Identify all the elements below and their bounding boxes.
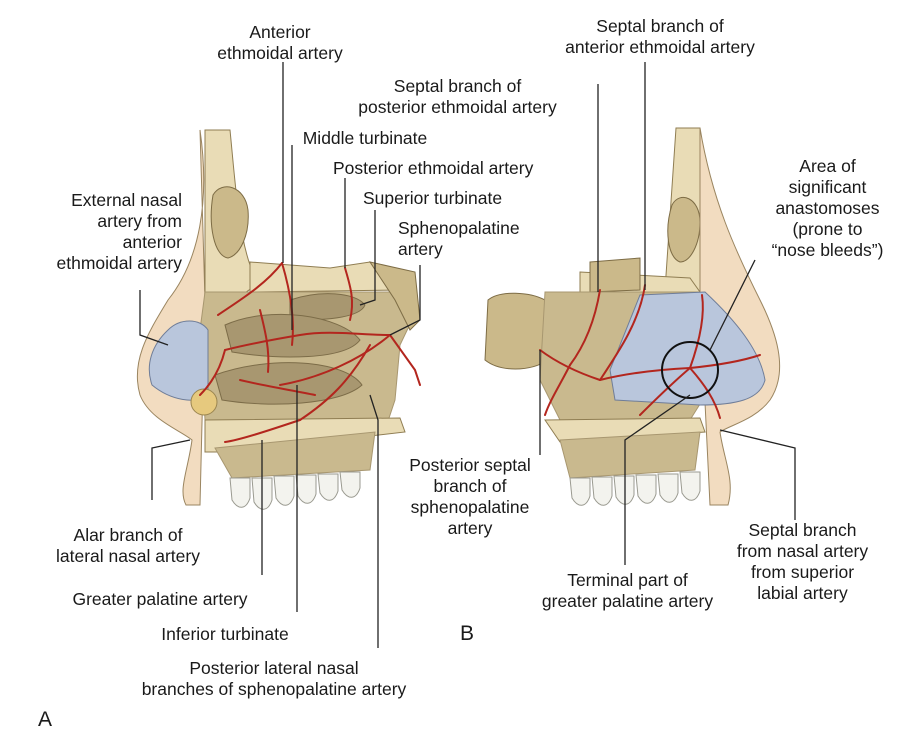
leader-sphenopalatine xyxy=(389,265,421,336)
label-greater-palatine-artery: Greater palatine artery xyxy=(72,589,248,609)
panel-a-illustration xyxy=(136,129,421,510)
panel-b-illustration xyxy=(484,127,781,506)
panel-a-alar-cartilage xyxy=(148,320,209,401)
panel-b-maxilla xyxy=(559,431,701,479)
leader-lines xyxy=(139,62,796,648)
panel-b-frontal-sinus xyxy=(667,196,701,263)
panel-b-septal-cartilage xyxy=(609,291,766,406)
label-inferior-turbinate: Inferior turbinate xyxy=(161,624,289,644)
panel-a-sphenoid xyxy=(368,261,421,331)
panel-a-skin xyxy=(136,129,206,506)
panel-a-alar-nodule xyxy=(190,388,218,416)
leader-septal-nasal-artery xyxy=(719,429,796,520)
panel-a-arteries xyxy=(199,262,421,443)
panel-b-skin xyxy=(699,127,781,506)
panel-b-hard-palate xyxy=(544,417,706,443)
leader-superior-turbinate xyxy=(359,210,376,306)
panel-label-a: A xyxy=(38,708,53,731)
label-posterior-ethmoidal-artery: Posterior ethmoidal artery xyxy=(333,158,534,178)
leader-external-nasal xyxy=(139,290,169,346)
panel-b-arteries xyxy=(539,284,761,419)
panel-b-sphenoid-sinus xyxy=(484,292,549,370)
leader-posterior-lateral-nasal xyxy=(369,394,379,648)
panel-b-sphenoid xyxy=(589,257,641,293)
panel-b-teeth xyxy=(569,471,701,506)
panel-label-b: B xyxy=(460,622,475,645)
leader-anastomoses xyxy=(709,259,756,351)
anastomoses-circle xyxy=(661,341,719,399)
panel-a-frontal-sinus xyxy=(210,186,249,259)
panel-a-teeth xyxy=(229,471,361,510)
leader-terminal-greater-palatine xyxy=(624,394,691,565)
leader-alar-branch xyxy=(151,439,191,500)
label-superior-turbinate: Superior turbinate xyxy=(363,188,503,208)
label-middle-turbinate: Middle turbinate xyxy=(302,128,428,148)
panel-a-maxilla xyxy=(214,431,376,479)
